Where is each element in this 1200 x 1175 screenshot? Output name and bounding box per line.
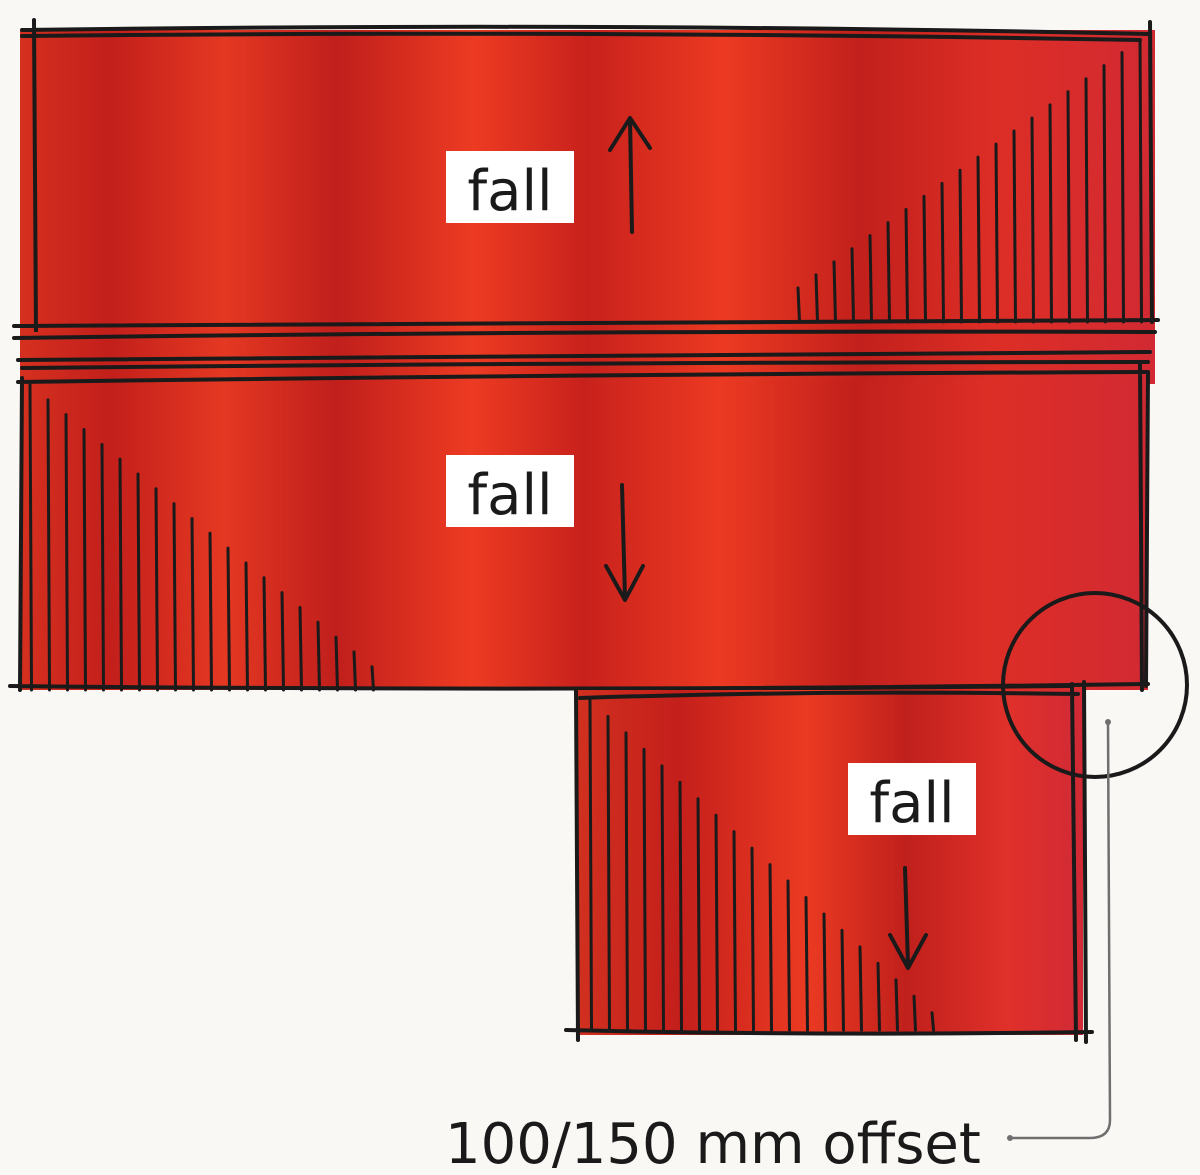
upper-panel-outline: [12, 18, 1160, 334]
middle-panel-outline: [8, 360, 1150, 692]
lower-hatch-stroke: [696, 797, 701, 1032]
upper-hatch-stroke: [1120, 51, 1125, 324]
upper-panel-hatching: [796, 37, 1143, 324]
arrow-icon: [888, 866, 928, 970]
upper-hatch-stroke: [1066, 90, 1071, 324]
upper-panel-fill: [20, 30, 1155, 335]
upper-hatch-stroke: [1084, 77, 1089, 324]
upper-fall-label: fall: [446, 151, 574, 224]
offset-annotation: 100/150 mm offset: [445, 1112, 981, 1175]
lower-panel-outline: [564, 680, 1094, 1044]
upper-hatch-stroke: [1012, 129, 1017, 324]
middle-hatch-stroke: [64, 413, 69, 692]
middle-hatch-stroke: [316, 620, 321, 692]
middle-hatch-stroke: [262, 576, 267, 692]
upper-hatch-stroke: [796, 286, 801, 324]
upper-fall-label-text: fall: [467, 159, 552, 224]
middle-hatch-stroke: [244, 561, 249, 692]
upper-hatch-stroke: [940, 181, 945, 324]
middle-hatch-stroke: [82, 427, 87, 692]
leader-end-dot: [1007, 1135, 1013, 1141]
middle-hatch-stroke: [154, 487, 159, 692]
middle-hatch-stroke: [298, 605, 303, 692]
middle-hatch-stroke: [370, 665, 375, 692]
upper-hatch-stroke: [1030, 116, 1035, 324]
lower-fall-label-text: fall: [869, 771, 954, 836]
lower-hatch-stroke: [858, 945, 863, 1032]
offset-leader-line: [1012, 721, 1112, 1140]
fall-down-arrow-middle: [604, 483, 645, 602]
lower-hatch-stroke: [912, 994, 917, 1032]
middle-hatch-stroke: [208, 531, 213, 692]
lower-hatch-stroke: [876, 961, 881, 1032]
upper-hatch-stroke: [1048, 103, 1053, 324]
lower-hatch-stroke: [732, 830, 737, 1032]
lower-hatch-stroke: [642, 747, 647, 1032]
lower-hatch-stroke: [804, 895, 809, 1032]
upper-hatch-stroke: [1138, 37, 1143, 324]
upper-hatch-stroke: [832, 260, 837, 324]
lower-hatch-stroke: [786, 879, 791, 1032]
middle-fall-label: fall: [446, 455, 574, 528]
lower-hatch-stroke: [606, 714, 611, 1032]
lower-hatch-stroke: [750, 846, 755, 1032]
upper-hatch-stroke: [958, 168, 963, 324]
middle-fall-label-text: fall: [467, 463, 552, 528]
offset-detail-circle: [1001, 591, 1189, 779]
lower-hatch-stroke: [624, 731, 629, 1032]
middle-hatch-stroke: [334, 635, 339, 692]
upper-hatch-stroke: [922, 194, 927, 324]
middle-hatch-stroke: [190, 516, 195, 692]
lower-hatch-stroke: [678, 780, 683, 1032]
lower-hatch-stroke: [894, 978, 899, 1032]
middle-hatch-stroke: [280, 591, 285, 692]
upper-roof-panel: [12, 18, 1160, 335]
middle-fall-label-box: [446, 455, 574, 527]
middle-hatch-stroke: [136, 472, 141, 692]
fall-up-arrow: [608, 116, 652, 234]
lower-hatch-stroke: [714, 813, 719, 1032]
arrow-icon: [604, 483, 645, 602]
lower-panel-hatching: [588, 698, 935, 1032]
middle-panel-hatching: [28, 383, 375, 692]
upper-hatch-stroke: [886, 221, 891, 324]
middle-hatch-stroke: [118, 457, 123, 692]
fall-down-arrow-lower: [888, 866, 928, 970]
upper-hatch-stroke: [850, 247, 855, 324]
middle-roof-panel: [8, 360, 1150, 692]
lower-hatch-stroke: [660, 764, 665, 1032]
upper-hatch-stroke: [868, 234, 873, 324]
upper-fall-label-box: [446, 151, 574, 223]
upper-hatch-stroke: [904, 208, 909, 324]
middle-hatch-stroke: [46, 398, 51, 692]
middle-hatch-stroke: [226, 546, 231, 692]
middle-panel-fill: [20, 380, 1148, 690]
lower-fall-label-box: [848, 763, 976, 835]
lower-panel-fill: [578, 690, 1083, 1035]
circle-icon: [1001, 591, 1189, 779]
middle-hatch-stroke: [352, 650, 357, 692]
upper-hatch-stroke: [976, 155, 981, 324]
lower-hatch-stroke: [768, 863, 773, 1032]
upper-hatch-stroke: [1102, 64, 1107, 324]
upper-hatch-stroke: [994, 142, 999, 324]
lower-roof-panel: [564, 680, 1094, 1044]
lower-hatch-stroke: [930, 1011, 935, 1032]
lower-hatch-stroke: [588, 698, 593, 1032]
lower-fall-label: fall: [848, 763, 976, 836]
arrow-icon: [608, 116, 652, 234]
middle-hatch-stroke: [28, 383, 33, 692]
leader-line-icon: [1007, 719, 1112, 1141]
middle-hatch-stroke: [100, 442, 105, 692]
upper-hatch-stroke: [814, 273, 819, 324]
gutter-outline: [12, 329, 1157, 370]
lower-hatch-stroke: [840, 928, 845, 1032]
middle-hatch-stroke: [172, 502, 177, 692]
lower-hatch-stroke: [822, 912, 827, 1032]
leader-start-dot: [1105, 719, 1111, 725]
